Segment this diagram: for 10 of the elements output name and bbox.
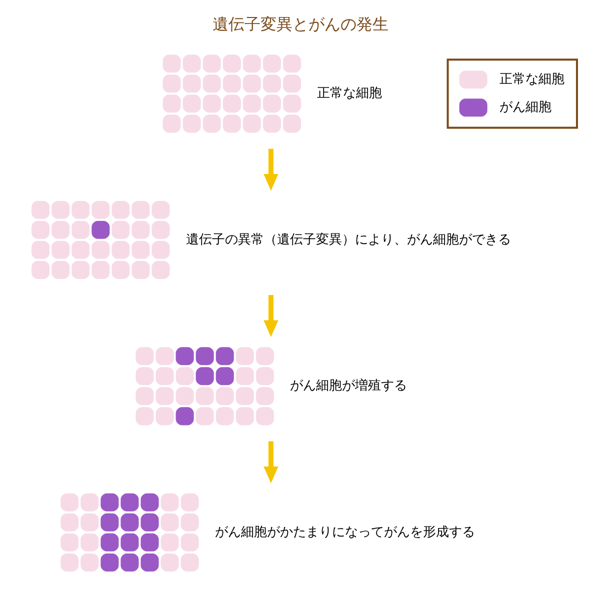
node-label: がん細胞がかたまりになってがんを形成する: [214, 524, 474, 540]
node-label: がん細胞が増殖する: [289, 378, 406, 394]
arrow: [263, 295, 278, 337]
arrow: [263, 441, 278, 484]
node-label: 正常な細胞: [316, 86, 382, 102]
diagram-title: 遺伝子変異とがんの発生: [212, 14, 388, 34]
node-label: 遺伝子の異常（遺伝子変異）により、がん細胞ができる: [185, 232, 510, 248]
arrow: [263, 148, 278, 191]
legend-label: がん細胞: [498, 100, 551, 116]
legend-label: 正常な細胞: [498, 72, 564, 88]
